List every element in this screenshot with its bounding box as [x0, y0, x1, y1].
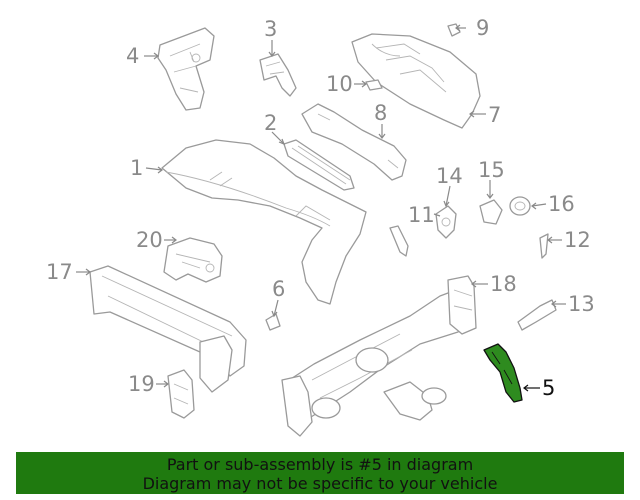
- callout-labels: 4 3 9 10 7 8 2 1 14 15 16 11 12 20 17 6 …: [46, 16, 595, 400]
- callout-17: 17: [46, 260, 73, 284]
- callout-14: 14: [436, 164, 463, 188]
- banner-line-2: Diagram may not be specific to your vehi…: [142, 474, 498, 493]
- part-19-plate: [167, 369, 195, 419]
- part-16-ring: [509, 196, 531, 216]
- callout-8: 8: [374, 101, 387, 125]
- part-11-trim: [389, 225, 409, 257]
- callout-7: 7: [488, 103, 501, 127]
- part-1-bumper-cover: [161, 139, 367, 305]
- part-13-trim: [517, 299, 557, 331]
- part-15-cap: [479, 199, 503, 225]
- part-3-bracket: [259, 53, 297, 97]
- callout-9: 9: [476, 16, 489, 40]
- callout-18: 18: [490, 272, 517, 296]
- part-17-reinforcement: [89, 265, 247, 393]
- callout-13: 13: [568, 292, 595, 316]
- part-2-grille: [283, 139, 355, 191]
- callout-16: 16: [548, 192, 575, 216]
- parts-diagram: 4 3 9 10 7 8 2 1 14 15 16 11 12 20 17 6 …: [46, 16, 595, 437]
- callout-20: 20: [136, 228, 163, 252]
- callout-19: 19: [128, 372, 155, 396]
- part-4-bracket: [157, 27, 215, 111]
- callout-10: 10: [326, 72, 353, 96]
- part-5-bracket-highlighted: [483, 343, 523, 403]
- callout-12: 12: [564, 228, 591, 252]
- banner-line-1: Part or sub-assembly is #5 in diagram: [166, 455, 474, 474]
- part-10-clip: [365, 79, 383, 91]
- part-20-bracket: [163, 237, 223, 283]
- part-14-bezel: [435, 205, 457, 239]
- callout-15: 15: [478, 158, 505, 182]
- callout-3: 3: [264, 17, 277, 41]
- callout-11: 11: [408, 203, 435, 227]
- callout-6: 6: [272, 277, 285, 301]
- part-18-tow-hitch: [281, 275, 477, 437]
- part-6-clip: [265, 313, 281, 331]
- part-8-trim: [301, 103, 407, 181]
- info-banner: Part or sub-assembly is #5 in diagram Di…: [16, 452, 624, 494]
- part-12-strip: [539, 233, 549, 259]
- callout-2: 2: [264, 111, 277, 135]
- callout-5: 5: [542, 376, 555, 400]
- leader-lines: [76, 24, 566, 392]
- callout-1: 1: [130, 156, 143, 180]
- callout-4: 4: [126, 44, 139, 68]
